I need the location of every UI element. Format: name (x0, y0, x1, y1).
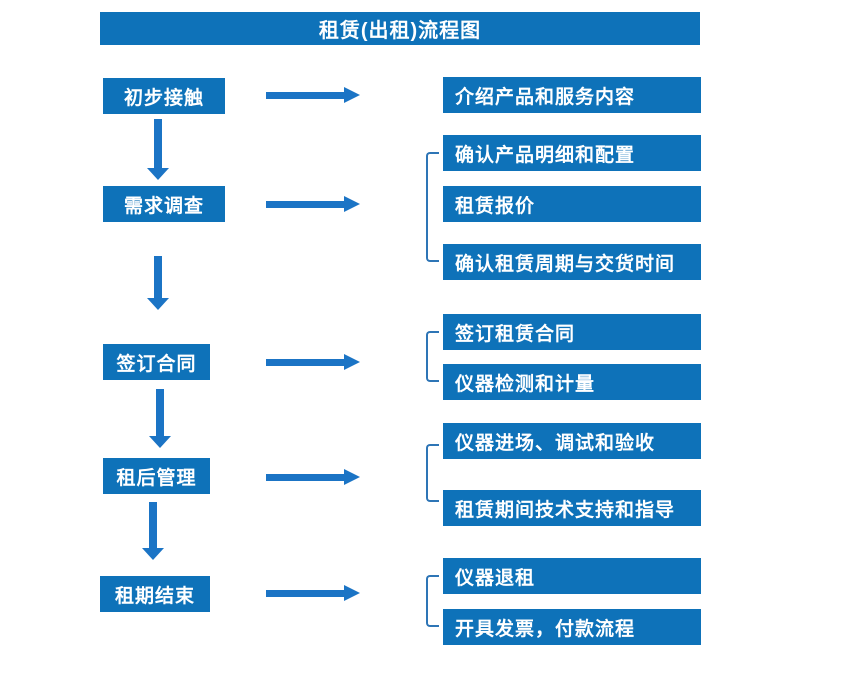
right-arrow-connector (266, 354, 360, 370)
down-arrow-connector (147, 256, 169, 310)
output-box-tech-support-guidance: 租赁期间技术支持和指导 (443, 490, 701, 526)
arrow-head (344, 469, 360, 485)
output-box-instrument-setup-acceptance: 仪器进场、调试和验收 (443, 423, 701, 459)
arrow-head (147, 298, 169, 310)
output-box-invoice-payment-process: 开具发票，付款流程 (443, 609, 701, 645)
output-box-intro-products-services: 介绍产品和服务内容 (443, 77, 701, 113)
right-arrow-connector (266, 87, 360, 103)
arrow-shaft (156, 389, 164, 436)
down-arrow-connector (147, 119, 169, 180)
step-box-lease-end: 租期结束 (100, 576, 210, 612)
output-box-rental-quote: 租赁报价 (443, 186, 701, 222)
output-box-instrument-inspection-metering: 仪器检测和计量 (443, 364, 701, 400)
page-title: 租赁(出租)流程图 (318, 20, 482, 42)
step-box-sign-contract: 签订合同 (103, 344, 210, 380)
output-box-instrument-return: 仪器退租 (443, 558, 701, 594)
arrow-shaft (149, 502, 157, 548)
right-arrow-connector (266, 469, 360, 485)
arrow-head (344, 196, 360, 212)
group-bracket (426, 331, 439, 382)
arrow-shaft (266, 91, 344, 99)
step-box-post-rental-management: 租后管理 (103, 458, 210, 494)
arrow-shaft (266, 358, 344, 366)
step-box-initial-contact: 初步接触 (103, 78, 225, 114)
arrow-head (344, 585, 360, 601)
down-arrow-connector (142, 502, 164, 560)
arrow-shaft (154, 119, 162, 168)
arrow-head (344, 87, 360, 103)
arrow-head (149, 436, 171, 448)
title-bar: 租赁(出租)流程图 (100, 12, 700, 45)
group-bracket (426, 152, 439, 262)
arrow-shaft (266, 589, 344, 597)
arrow-head (147, 168, 169, 180)
output-box-confirm-rental-period-delivery: 确认租赁周期与交货时间 (443, 244, 701, 280)
output-box-sign-rental-contract: 签订租赁合同 (443, 314, 701, 350)
arrow-shaft (266, 200, 344, 208)
right-arrow-connector (266, 585, 360, 601)
arrow-shaft (154, 256, 162, 298)
arrow-shaft (266, 473, 344, 481)
arrow-head (344, 354, 360, 370)
right-arrow-connector (266, 196, 360, 212)
group-bracket (426, 575, 439, 627)
output-box-confirm-product-details: 确认产品明细和配置 (443, 135, 701, 171)
step-box-demand-survey: 需求调查 (103, 186, 225, 222)
down-arrow-connector (149, 389, 171, 448)
arrow-head (142, 548, 164, 560)
group-bracket (426, 444, 439, 502)
